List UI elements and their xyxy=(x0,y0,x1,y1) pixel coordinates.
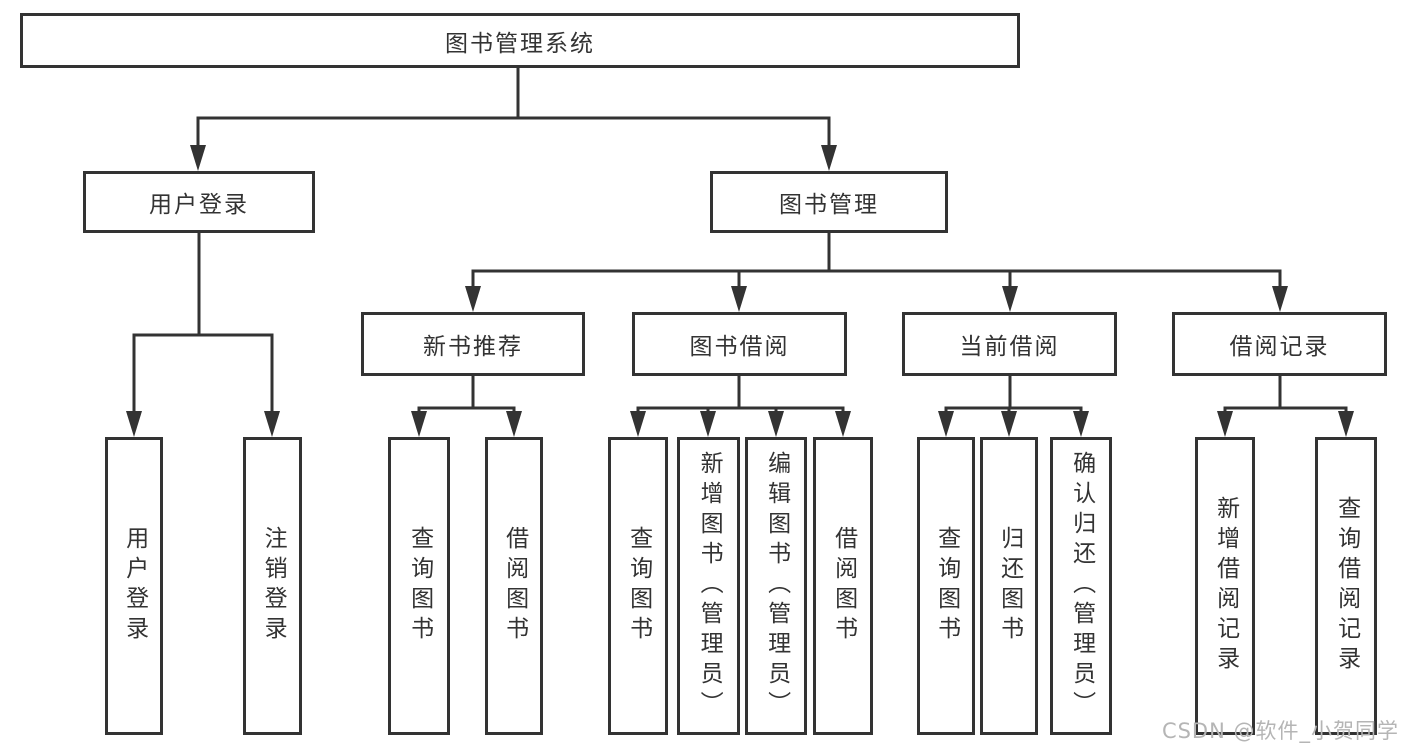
leaf-query-borrow-record-label: 查询借阅记录 xyxy=(1333,496,1360,676)
leaf-query-books-recommend-label: 查询图书 xyxy=(406,526,433,646)
arrowhead-icon xyxy=(1338,411,1354,437)
leaf-user-login-label: 用户登录 xyxy=(121,526,148,646)
connector-book-borrow-to-leaves xyxy=(630,376,851,437)
leaf-user-login: 用户登录 xyxy=(105,437,163,735)
arrowhead-icon xyxy=(190,145,206,171)
connector-new-book-recommend-to-leaves xyxy=(411,376,522,437)
arrowhead-icon xyxy=(506,411,522,437)
leaf-add-borrow-record: 新增借阅记录 xyxy=(1195,437,1255,735)
leaf-query-books-borrow-label: 查询图书 xyxy=(625,526,652,646)
leaf-borrow-books-label: 借阅图书 xyxy=(830,526,857,646)
arrowhead-icon xyxy=(938,411,954,437)
leaf-edit-book-admin-label: 编辑图书（管理员） xyxy=(763,451,790,721)
arrowhead-icon xyxy=(700,411,716,437)
arrowhead-icon xyxy=(835,411,851,437)
csdn-watermark: CSDN @软件_小贺同学 xyxy=(1161,719,1399,743)
arrowhead-icon xyxy=(731,286,747,312)
arrowhead-icon xyxy=(126,411,142,437)
connector-book-management-to-level3 xyxy=(465,233,1288,312)
leaf-logout: 注销登录 xyxy=(243,437,302,735)
leaf-logout-label: 注销登录 xyxy=(260,526,287,646)
arrowhead-icon xyxy=(1001,411,1017,437)
leaf-confirm-return-admin-label: 确认归还（管理员） xyxy=(1068,451,1095,721)
leaf-query-books-current: 查询图书 xyxy=(917,437,975,735)
arrowhead-icon xyxy=(1217,411,1233,437)
leaf-query-borrow-record: 查询借阅记录 xyxy=(1315,437,1377,735)
leaf-borrow-books-recommend: 借阅图书 xyxy=(485,437,543,735)
leaf-return-book: 归还图书 xyxy=(980,437,1038,735)
arrowhead-icon xyxy=(1272,286,1288,312)
node-user-login: 用户登录 xyxy=(83,171,315,233)
connector-borrow-records-to-leaves xyxy=(1217,376,1354,437)
node-book-management: 图书管理 xyxy=(710,171,948,233)
connector-current-borrow-to-leaves xyxy=(938,376,1089,437)
leaf-borrow-books-recommend-label: 借阅图书 xyxy=(501,526,528,646)
arrowhead-icon xyxy=(630,411,646,437)
arrowhead-icon xyxy=(264,411,280,437)
node-current-borrow: 当前借阅 xyxy=(902,312,1117,376)
arrowhead-icon xyxy=(465,286,481,312)
leaf-query-books-recommend: 查询图书 xyxy=(388,437,450,735)
arrowhead-icon xyxy=(768,411,784,437)
arrowhead-icon xyxy=(1002,286,1018,312)
leaf-query-books-current-label: 查询图书 xyxy=(933,526,960,646)
leaf-add-book-admin-label: 新增图书（管理员） xyxy=(696,451,723,721)
arrowhead-icon xyxy=(1073,411,1089,437)
leaf-add-borrow-record-label: 新增借阅记录 xyxy=(1212,496,1239,676)
leaf-edit-book-admin: 编辑图书（管理员） xyxy=(745,437,807,735)
leaf-return-book-label: 归还图书 xyxy=(996,526,1023,646)
leaf-confirm-return-admin: 确认归还（管理员） xyxy=(1050,437,1112,735)
arrowhead-icon xyxy=(411,411,427,437)
leaf-query-books-borrow: 查询图书 xyxy=(608,437,668,735)
node-borrow-records: 借阅记录 xyxy=(1172,312,1387,376)
connector-root-to-level2 xyxy=(190,68,837,171)
node-book-borrow: 图书借阅 xyxy=(632,312,847,376)
node-library-management-system: 图书管理系统 xyxy=(20,13,1020,68)
leaf-borrow-books: 借阅图书 xyxy=(813,437,873,735)
leaf-add-book-admin: 新增图书（管理员） xyxy=(677,437,740,735)
node-new-book-recommend: 新书推荐 xyxy=(361,312,585,376)
connector-user-login-to-leaves xyxy=(126,233,280,437)
arrowhead-icon xyxy=(821,145,837,171)
